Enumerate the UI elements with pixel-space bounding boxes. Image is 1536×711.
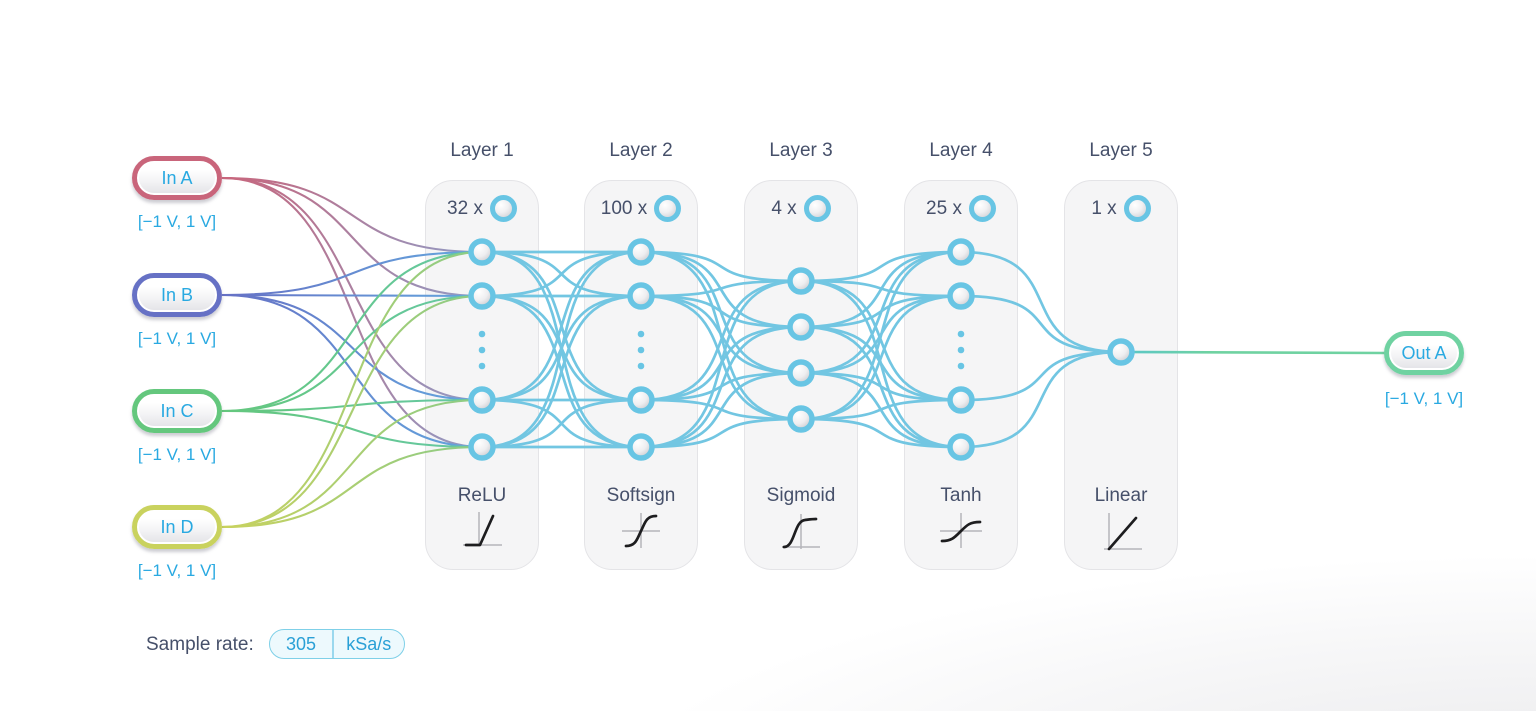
neuron-icon xyxy=(489,195,517,222)
input-label: In D xyxy=(160,516,194,537)
sigmoid-curve-icon xyxy=(778,508,824,557)
sample-rate-control: 305 kSa/s xyxy=(269,629,405,659)
output-range-a: [−1 V, 1 V] xyxy=(1384,389,1464,408)
sample-rate-value-input[interactable]: 305 xyxy=(285,633,317,654)
layer-panel: 4 x Sigmoid xyxy=(744,180,858,570)
neuron-count-control[interactable]: 25 x xyxy=(905,195,1017,222)
output-node-a[interactable]: Out A xyxy=(1384,331,1464,375)
relu-curve-icon xyxy=(459,508,505,557)
linear-curve-icon xyxy=(1098,508,1144,557)
output-label: Out A xyxy=(1401,342,1447,363)
neuron-count-label: 32 x xyxy=(447,197,483,219)
input-node-d[interactable]: In D xyxy=(132,505,222,549)
neuron-count-control[interactable]: 1 x xyxy=(1065,195,1177,222)
neuron-count-control[interactable]: 32 x xyxy=(426,195,538,222)
layer-panel: 32 x ReLU xyxy=(425,180,539,570)
neuron-count-label: 1 x xyxy=(1091,197,1117,219)
input-node-a[interactable]: In A xyxy=(132,156,222,200)
input-label: In B xyxy=(160,284,194,305)
activation-selector[interactable]: Linear xyxy=(1094,485,1148,506)
softsign-curve-icon xyxy=(618,508,664,557)
neuron-icon xyxy=(654,195,682,222)
input-range-b: [−1 V, 1 V] xyxy=(137,329,217,348)
neuron-icon xyxy=(968,195,996,222)
sample-rate-unit-select[interactable]: kSa/s xyxy=(346,633,392,654)
layer-1: Layer 1 32 x ReLU xyxy=(425,138,539,578)
neuron-count-control[interactable]: 4 x xyxy=(745,195,857,222)
layer-5: Layer 5 1 x Linear xyxy=(1064,138,1178,578)
layer-3: Layer 3 4 x Sigmoid xyxy=(744,138,858,578)
activation-selector[interactable]: Sigmoid xyxy=(766,485,836,506)
neuron-count-label: 4 x xyxy=(771,197,797,219)
layer-2: Layer 2 100 x Softsign xyxy=(584,138,698,578)
neuron-icon xyxy=(803,195,831,222)
layer-panel: 100 x Softsign xyxy=(584,180,698,570)
neuron-icon xyxy=(1123,195,1151,222)
sample-rate-label: Sample rate: xyxy=(146,634,254,655)
layer-title: Layer 2 xyxy=(609,140,673,161)
neuron-count-label: 25 x xyxy=(926,197,962,219)
layer-title: Layer 5 xyxy=(1089,140,1153,161)
input-node-b[interactable]: In B xyxy=(132,273,222,317)
activation-selector[interactable]: Softsign xyxy=(606,485,676,506)
input-range-c: [−1 V, 1 V] xyxy=(137,445,217,464)
layer-title: Layer 1 xyxy=(450,140,514,161)
input-range-a: [−1 V, 1 V] xyxy=(137,212,217,231)
neuron-count-label: 100 x xyxy=(600,197,648,219)
layer-title: Layer 3 xyxy=(769,140,833,161)
activation-selector[interactable]: ReLU xyxy=(457,485,507,506)
neuron-count-control[interactable]: 100 x xyxy=(585,195,697,222)
input-label: In A xyxy=(161,167,193,188)
input-node-c[interactable]: In C xyxy=(132,389,222,433)
layer-panel: 25 x Tanh xyxy=(904,180,1018,570)
layer-panel: 1 x Linear xyxy=(1064,180,1178,570)
activation-selector[interactable]: Tanh xyxy=(940,485,982,506)
layer-4: Layer 4 25 x Tanh xyxy=(904,138,1018,578)
tanh-curve-icon xyxy=(938,508,984,557)
sample-rate-divider xyxy=(332,630,334,658)
input-label: In C xyxy=(160,400,194,421)
input-range-d: [−1 V, 1 V] xyxy=(137,561,217,580)
layer-title: Layer 4 xyxy=(929,140,993,161)
